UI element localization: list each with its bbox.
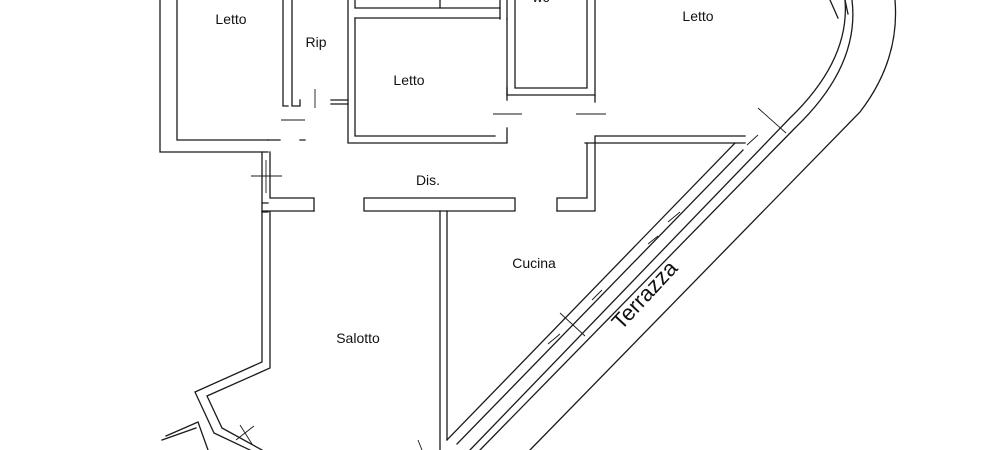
room-letto-center [347, 0, 522, 144]
label-wc: wc [531, 0, 549, 5]
room-letto-right [584, 135, 746, 144]
label-rip: Rip [305, 34, 326, 50]
label-letto-left: Letto [215, 11, 246, 27]
label-letto-right: Letto [682, 8, 713, 24]
room-cucina [417, 210, 448, 450]
room-wc [506, 0, 606, 115]
label-salotto: Salotto [336, 330, 380, 346]
label-terrazza: Terrazza [607, 255, 683, 334]
label-dis: Dis. [416, 172, 440, 188]
room-rip [267, 89, 349, 141]
terrazza-balcony [446, 0, 897, 450]
room-letto-left [159, 0, 301, 153]
room-dis [251, 142, 596, 213]
label-letto-center: Letto [393, 72, 424, 88]
label-cucina: Cucina [512, 255, 556, 271]
room-salotto [161, 211, 271, 450]
